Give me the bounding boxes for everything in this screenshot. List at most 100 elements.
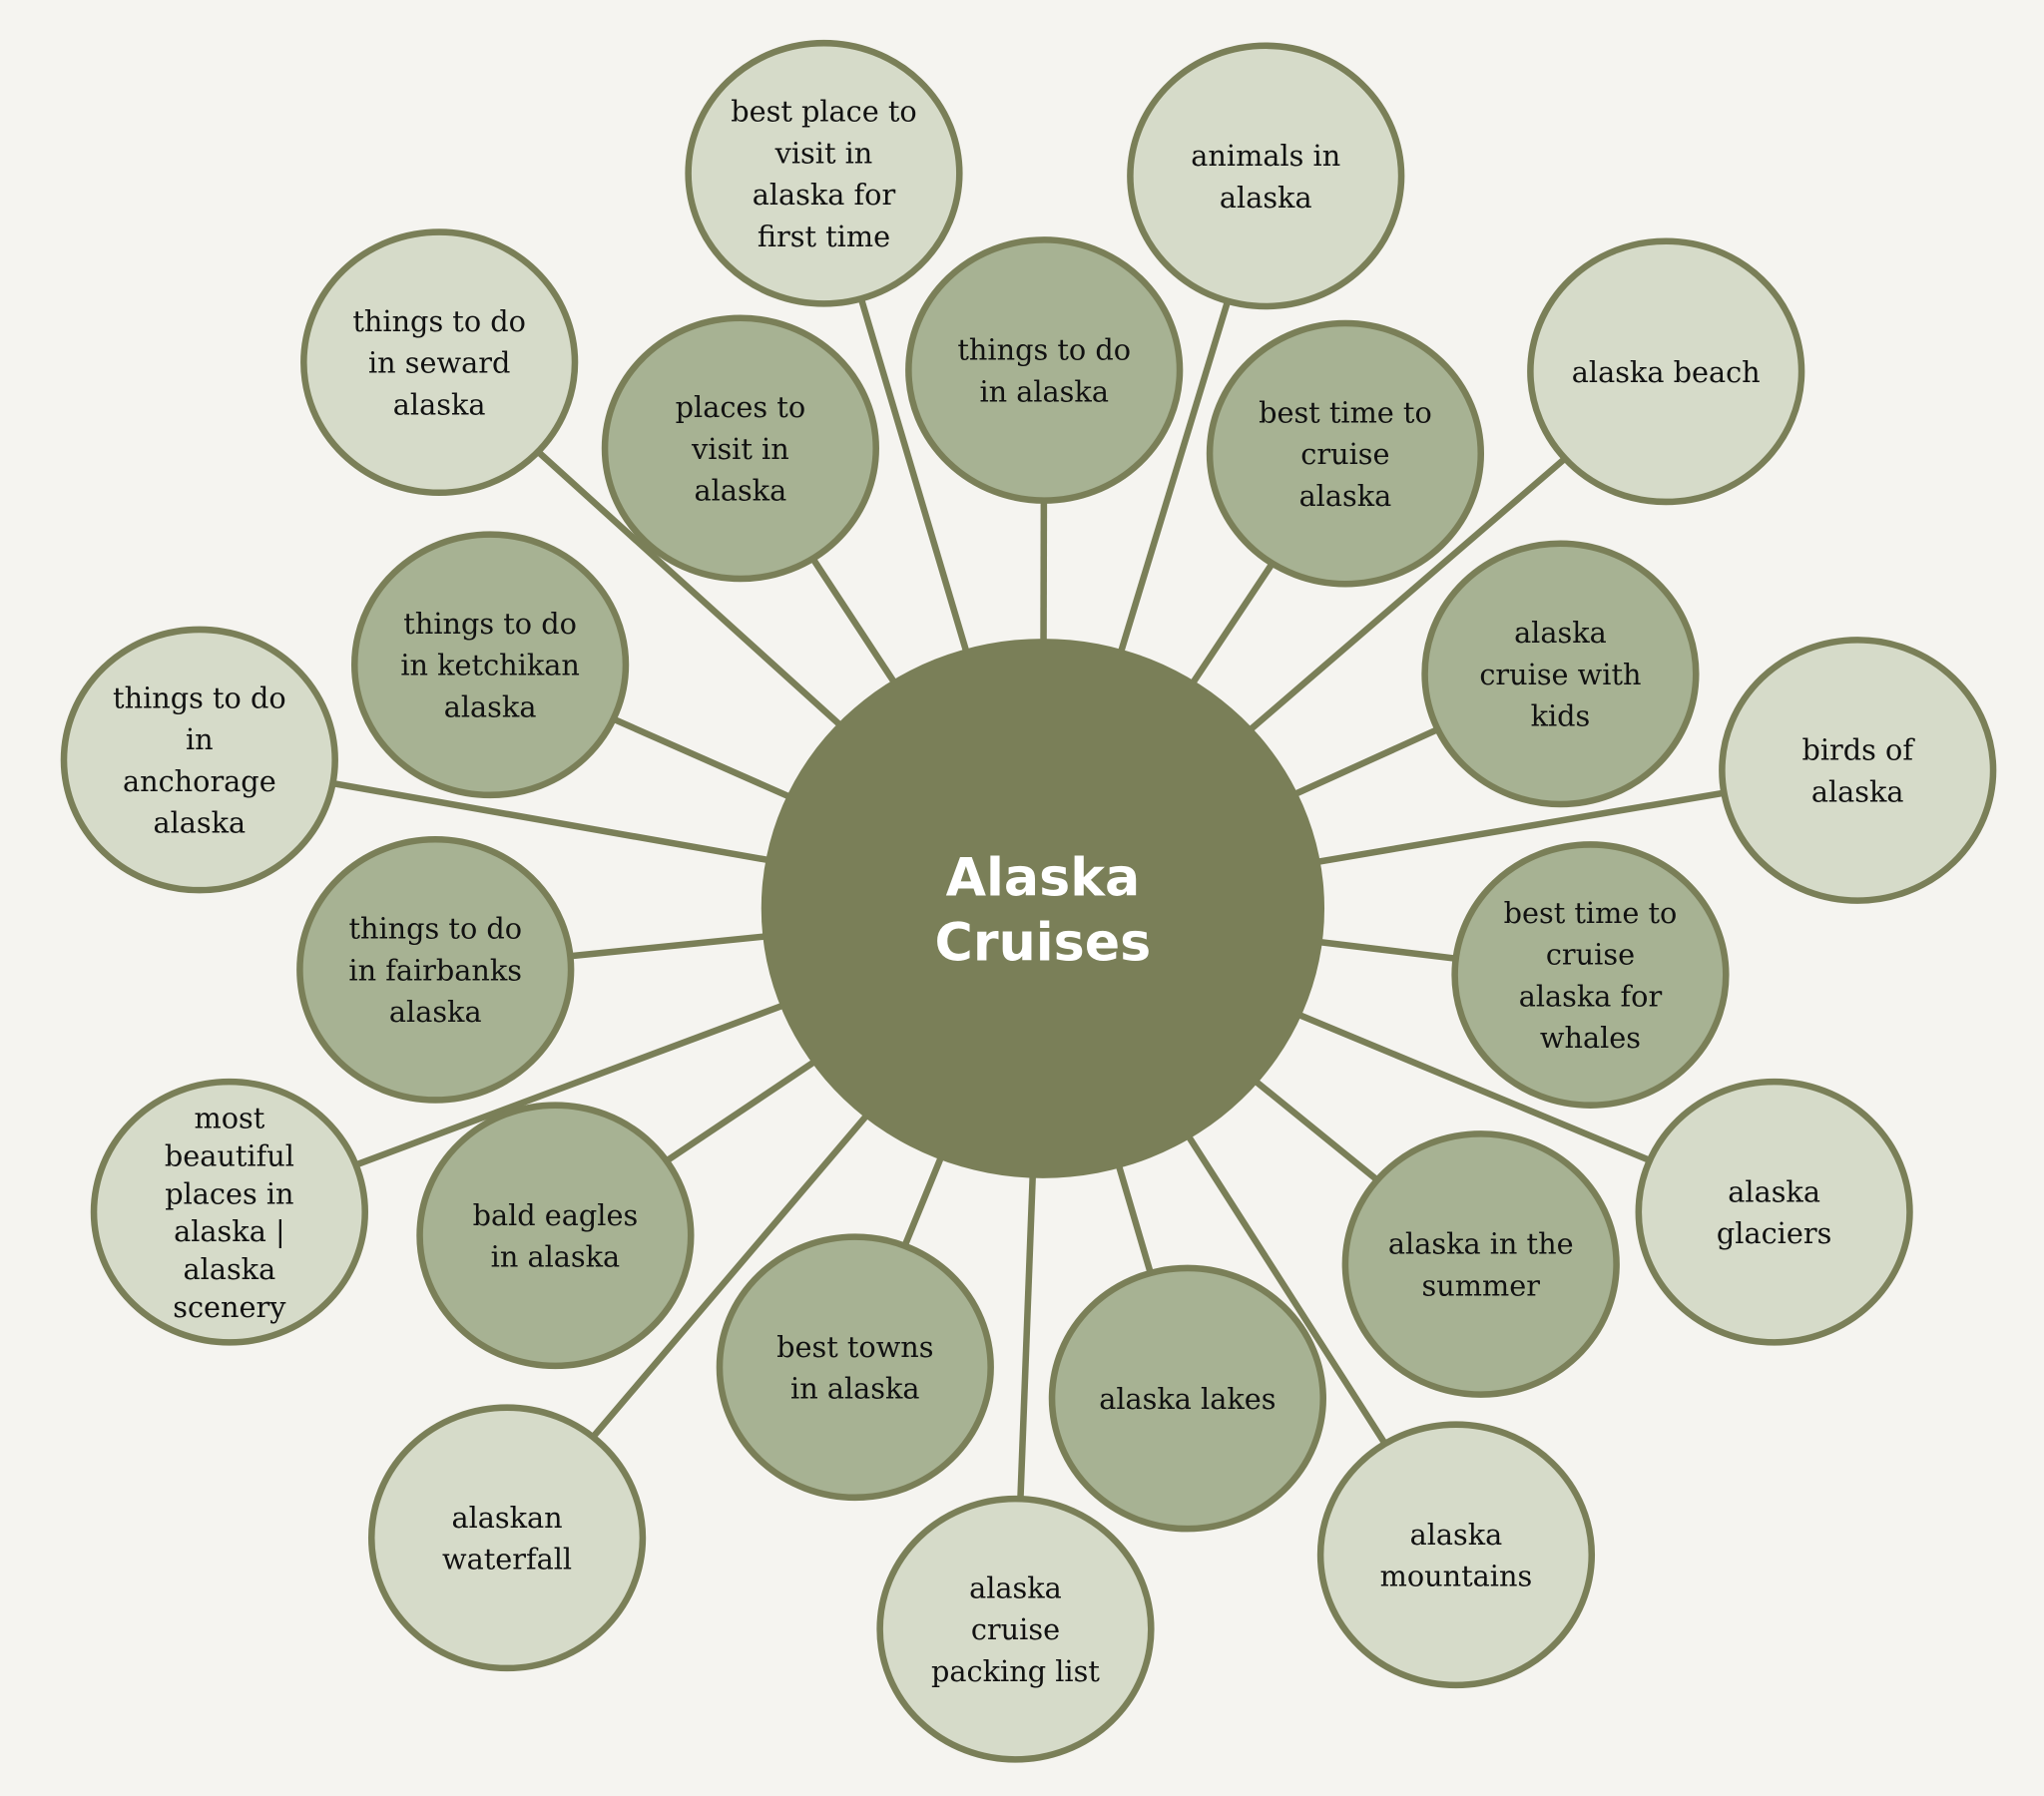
node-best-place-to-visit-in-alaska-for-first-time[interactable]: best place to visit in alaska for first tim… xyxy=(685,39,963,307)
node-label-line: in ketchikan xyxy=(400,649,580,682)
center-title-line-2: Cruises xyxy=(934,914,1151,974)
node-label-line: in fairbanks xyxy=(348,953,522,987)
node-label-line: things to do xyxy=(957,333,1131,367)
node-label-line: visit in xyxy=(691,432,789,466)
center-circle xyxy=(761,639,1325,1178)
nodes: best place to visit in alaska for first tim… xyxy=(60,39,1997,1763)
node-circle[interactable] xyxy=(1316,1421,1596,1689)
node-bald-eagles-in-alaska[interactable]: bald eagles in alaska xyxy=(416,1102,695,1370)
node-label-line: in alaska xyxy=(790,1372,920,1406)
node-label-line: things to do xyxy=(113,680,286,714)
node-circle[interactable] xyxy=(601,314,879,583)
node-birds-of-alaska[interactable]: birds of alaska xyxy=(1719,637,1997,904)
node-label-line: alaska for xyxy=(753,178,896,212)
node-circle[interactable] xyxy=(716,1233,994,1502)
node-label-line: beautiful xyxy=(165,1138,294,1172)
node-circle[interactable] xyxy=(685,39,963,307)
node-label-line: alaska for xyxy=(1519,979,1663,1013)
node-label-line: summer xyxy=(1422,1268,1541,1302)
node-circle[interactable] xyxy=(416,1102,695,1370)
node-label-line: alaskan xyxy=(451,1501,562,1535)
node-label-line: alaska xyxy=(1299,479,1392,513)
node-label-line: best time to xyxy=(1504,896,1678,930)
node-label-line: alaska xyxy=(969,1571,1062,1604)
node-label-line: alaska in the xyxy=(1388,1227,1574,1261)
node-circle[interactable] xyxy=(905,236,1184,504)
node-circle[interactable] xyxy=(1719,637,1997,904)
node-circle[interactable] xyxy=(367,1404,647,1672)
node-label-line: alaska xyxy=(444,689,537,723)
node-circle[interactable] xyxy=(60,626,338,894)
node-circle[interactable] xyxy=(351,531,630,799)
node-label-line: packing list xyxy=(931,1654,1100,1688)
node-label-line: alaska xyxy=(1811,774,1904,808)
node-label-line: things to do xyxy=(348,911,522,945)
node-label-line: alaska xyxy=(1220,181,1312,215)
node-circle[interactable] xyxy=(1341,1130,1620,1398)
node-circle[interactable] xyxy=(90,1078,368,1346)
node-label-line: places in xyxy=(165,1176,293,1210)
node-label-line: visit in xyxy=(774,136,873,170)
node-label-line: in alaska xyxy=(491,1240,621,1274)
node-best-towns-in-alaska[interactable]: best towns in alaska xyxy=(716,1233,994,1502)
node-alaska-in-the-summer[interactable]: alaska in the summer xyxy=(1341,1130,1620,1398)
node-label-line: whales xyxy=(1540,1021,1641,1055)
node-label-line: in seward xyxy=(368,346,510,380)
node-label-line: alaska xyxy=(1514,616,1607,650)
node-label-line: alaska xyxy=(393,387,486,421)
node-things-to-do-in-anchorage-alaska[interactable]: things to do in anchorage alaska xyxy=(60,626,338,894)
node-circle[interactable] xyxy=(1048,1264,1326,1533)
node-circle[interactable] xyxy=(1206,319,1485,588)
node-circle[interactable] xyxy=(876,1495,1155,1763)
node-circle[interactable] xyxy=(1635,1078,1913,1346)
node-label-line: alaska xyxy=(1728,1174,1820,1208)
node-label-line: cruise xyxy=(971,1612,1060,1646)
node-label-line: cruise xyxy=(1546,938,1635,972)
node-label-line: first time xyxy=(758,220,890,253)
node-label-line: waterfall xyxy=(442,1543,572,1576)
node-label-line: glaciers xyxy=(1717,1216,1831,1250)
node-circle[interactable] xyxy=(1451,841,1730,1109)
node-circle[interactable] xyxy=(1421,540,1700,808)
node-best-time-to-cruise-alaska-for-whales[interactable]: best time to cruise alaska for whales xyxy=(1451,841,1730,1109)
node-alaska-lakes[interactable]: alaska lakes xyxy=(1048,1264,1326,1533)
node-label-line: in xyxy=(186,722,214,756)
node-label-line: mountains xyxy=(1380,1560,1533,1593)
node-alaskan-waterfall[interactable]: alaskan waterfall xyxy=(367,1404,647,1672)
node-label-line: anchorage xyxy=(123,764,276,798)
node-label-line: cruise xyxy=(1300,437,1389,471)
node-label-line: kids xyxy=(1531,699,1591,733)
node-label-line: alaska xyxy=(1410,1518,1503,1552)
node-circle[interactable] xyxy=(300,228,579,497)
center-title-line-1: Alaska xyxy=(946,848,1141,908)
node-label-line: things to do xyxy=(352,304,526,338)
node-alaska-cruise-packing-list[interactable]: alaska cruise packing list xyxy=(876,1495,1155,1763)
node-label-line: scenery xyxy=(173,1290,286,1324)
node-label-line: most xyxy=(194,1102,264,1135)
node-label-line: best towns xyxy=(776,1330,933,1364)
node-label-line: alaska xyxy=(695,474,787,508)
node-label-line: alaska xyxy=(153,806,246,840)
node-alaska-glaciers[interactable]: alaska glaciers xyxy=(1635,1078,1913,1346)
node-label-line: birds of xyxy=(1801,733,1915,767)
node-label-line: bald eagles xyxy=(473,1198,639,1232)
node-circle[interactable] xyxy=(296,835,575,1104)
node-label-line: alaska | xyxy=(174,1214,285,1248)
node-alaska-mountains[interactable]: alaska mountains xyxy=(1316,1421,1596,1689)
node-things-to-do-in-seward-alaska[interactable]: things to do in seward alaska xyxy=(300,228,579,497)
node-label-line: alaska beach xyxy=(1572,355,1761,389)
node-label-line: best place to xyxy=(731,95,917,129)
node-alaska-beach[interactable]: alaska beach xyxy=(1527,237,1805,506)
node-circle[interactable] xyxy=(1527,237,1805,506)
node-label-line: alaska lakes xyxy=(1099,1382,1276,1416)
node-circle[interactable] xyxy=(1127,42,1405,310)
